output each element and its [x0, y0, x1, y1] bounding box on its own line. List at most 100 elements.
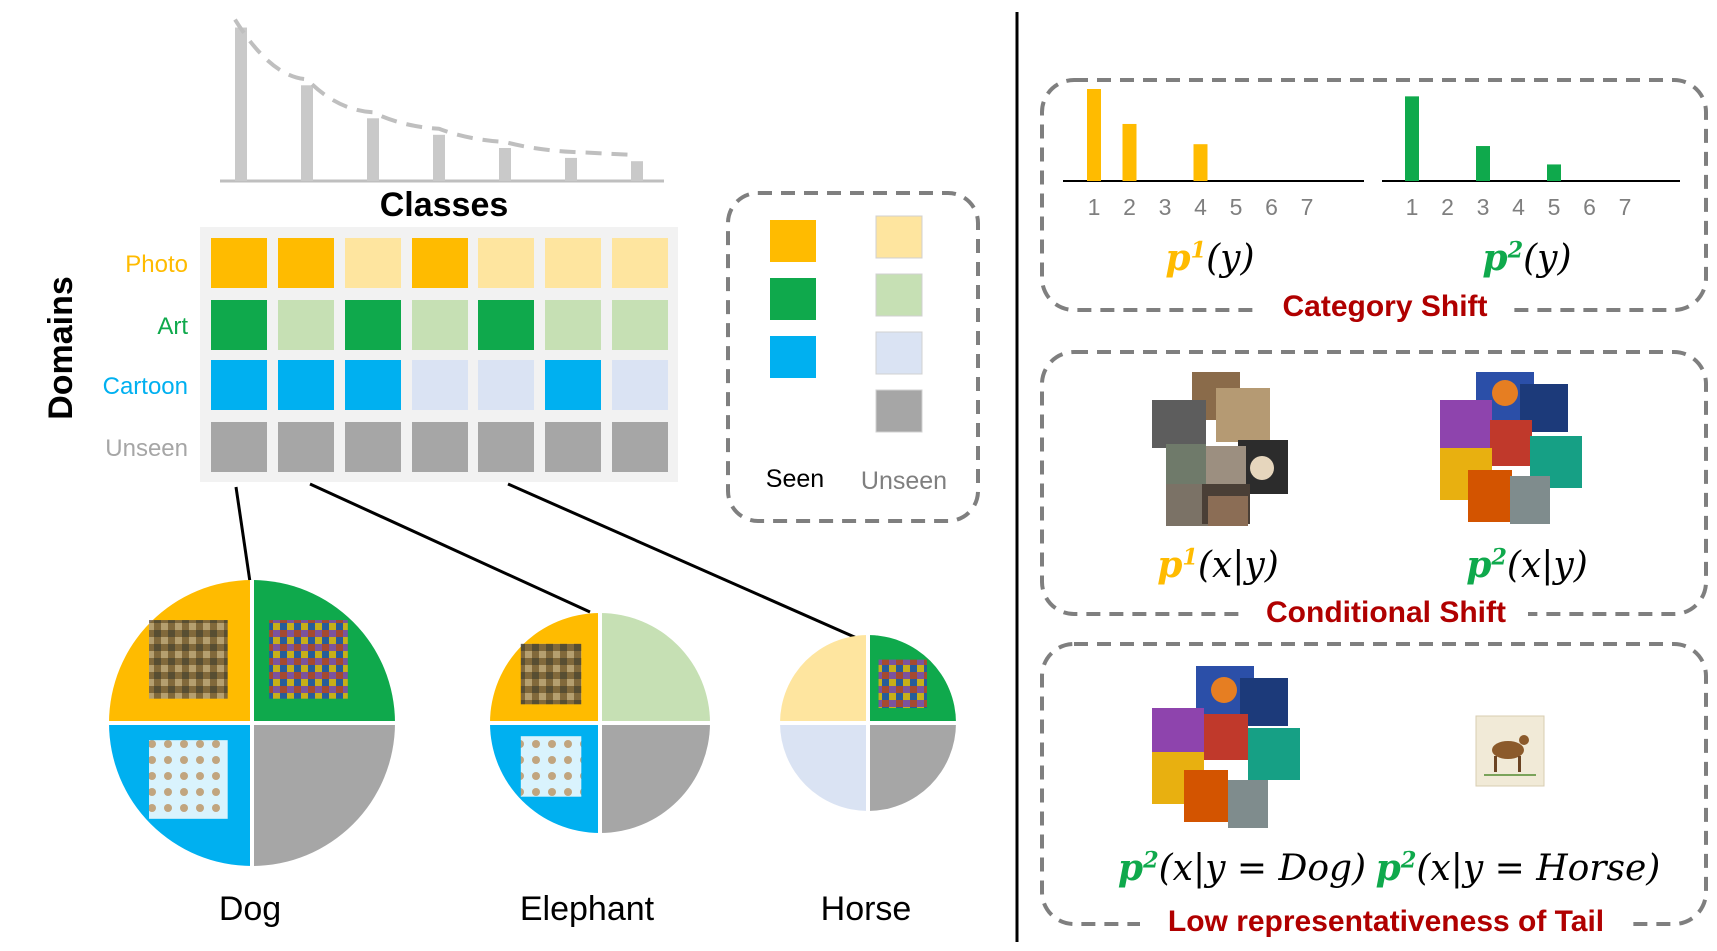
category-bar-4	[1193, 144, 1208, 181]
category-tick-7: 7	[1619, 194, 1632, 220]
conditional-shift-title: Conditional Shift	[1266, 596, 1506, 629]
category-tick-6: 6	[1583, 194, 1596, 220]
grid-cell-photo-4	[412, 238, 468, 288]
pie-horse-quadrant-4	[868, 723, 956, 811]
domain-label-cartoon: Cartoon	[103, 373, 188, 400]
pie-dog-quadrant-4	[252, 723, 395, 866]
grid-cell-art-1	[211, 300, 267, 350]
legend	[770, 215, 923, 433]
grid-cell-art-2	[278, 300, 334, 350]
pie-elephant-quadrant-4	[600, 723, 710, 833]
category-tick-7: 7	[1301, 194, 1314, 220]
category-chart-label-p2: p2(y)	[1482, 237, 1571, 279]
grid-cell-photo-1	[211, 238, 267, 288]
grid-cell-unseen-2	[278, 422, 334, 472]
legend-unseen-swatch-art	[875, 273, 923, 317]
grid-cell-cartoon-4	[412, 360, 468, 410]
pie-dog-image-2	[269, 620, 348, 699]
category-tick-3: 3	[1477, 194, 1490, 220]
horse-sketch	[1475, 715, 1545, 787]
photo-dog-collage	[1152, 372, 1288, 526]
legend-seen-label: Seen	[766, 465, 824, 493]
class-bar-2	[301, 85, 313, 181]
pie-dog: Dog	[109, 580, 395, 928]
pie-elephant-quadrant-2	[600, 613, 710, 723]
connector-line-dog	[234, 486, 252, 583]
class-bar-3	[367, 118, 379, 181]
legend-unseen-swatch-photo	[875, 215, 923, 259]
conditional-shift-title-bg	[1243, 592, 1528, 632]
grid-cell-cartoon-6	[545, 360, 601, 410]
category-tick-6: 6	[1265, 194, 1278, 220]
category-bar-3	[1476, 146, 1490, 181]
pie-label-horse: Horse	[821, 890, 912, 928]
grid-cell-unseen-7	[612, 422, 668, 472]
grid-cell-photo-7	[612, 238, 668, 288]
category-tick-5: 5	[1230, 194, 1243, 220]
category-tick-4: 4	[1512, 194, 1525, 220]
tail-title: Low representativeness of Tail	[1168, 905, 1604, 938]
grid-cell-art-5	[478, 300, 534, 350]
domains-title: Domains	[42, 276, 80, 420]
grid-cell-art-3	[345, 300, 401, 350]
category-tick-2: 2	[1123, 194, 1136, 220]
category-tick-2: 2	[1441, 194, 1454, 220]
grid-cell-photo-3	[345, 238, 401, 288]
category-shift-title-bg	[1258, 288, 1508, 328]
domain-label-art: Art	[157, 313, 188, 340]
grid-cell-unseen-6	[545, 422, 601, 472]
category-bar-1	[1087, 89, 1101, 181]
grid-cell-art-6	[545, 300, 601, 350]
category-bar-2	[1122, 123, 1137, 181]
pie-dog-image-1	[149, 620, 228, 699]
legend-seen-swatch-photo	[770, 220, 816, 262]
grid-cell-unseen-5	[478, 422, 534, 472]
conditional-shift-box	[1040, 350, 1708, 616]
class-bar-7	[631, 161, 643, 181]
pie-horse-quadrant-1	[780, 635, 868, 723]
tail-label-dog: p2(x|y = Dog)	[1118, 847, 1366, 889]
conditional-label-p1: p1(x|y)	[1157, 544, 1279, 586]
class-bars-trend-line	[233, 18, 638, 158]
category-shift-box	[1040, 78, 1708, 312]
class-bar-4	[433, 134, 445, 181]
grid-cell-cartoon-3	[345, 360, 401, 410]
tail-title-bg	[1140, 902, 1630, 942]
legend-box	[726, 191, 980, 523]
category-tick-1: 1	[1406, 194, 1419, 220]
legend-unseen-swatch-unseen	[875, 389, 923, 433]
domain-label-unseen: Unseen	[105, 435, 188, 462]
grid-cell-cartoon-2	[278, 360, 334, 410]
pie-horse: Horse	[780, 635, 956, 928]
class-bar-5	[499, 148, 511, 181]
connector-line-horse	[507, 482, 869, 645]
grid-cell-cartoon-7	[612, 360, 668, 410]
pie-label-elephant: Elephant	[520, 890, 655, 928]
grid-cell-photo-5	[478, 238, 534, 288]
tail-labels: p2(x|y = Dog)p2(x|y = Horse)	[1118, 847, 1660, 889]
art-dog-collage	[1440, 372, 1582, 524]
category-bar-5	[1547, 164, 1561, 181]
pie-dog-image-3	[149, 740, 228, 819]
grid-cell-photo-2	[278, 238, 334, 288]
category-bar-1	[1405, 96, 1419, 181]
classes-title: Classes	[380, 186, 509, 224]
pie-elephant-image-3	[520, 736, 582, 797]
legend-seen-swatch-art	[770, 278, 816, 320]
grid-cell-photo-6	[545, 238, 601, 288]
category-tick-3: 3	[1159, 194, 1172, 220]
legend-unseen-label: Unseen	[861, 467, 947, 495]
grid-cell-unseen-1	[211, 422, 267, 472]
class-bar-6	[565, 157, 577, 181]
grid-cell-cartoon-1	[211, 360, 267, 410]
category-shift-title: Category Shift	[1282, 290, 1487, 323]
pie-elephant-image-1	[520, 643, 582, 705]
art-dog-collage-tail	[1152, 666, 1300, 828]
tail-box	[1040, 642, 1708, 926]
category-tick-5: 5	[1548, 194, 1561, 220]
legend-unseen-swatch-cartoon	[875, 331, 923, 375]
grid-cell-art-7	[612, 300, 668, 350]
